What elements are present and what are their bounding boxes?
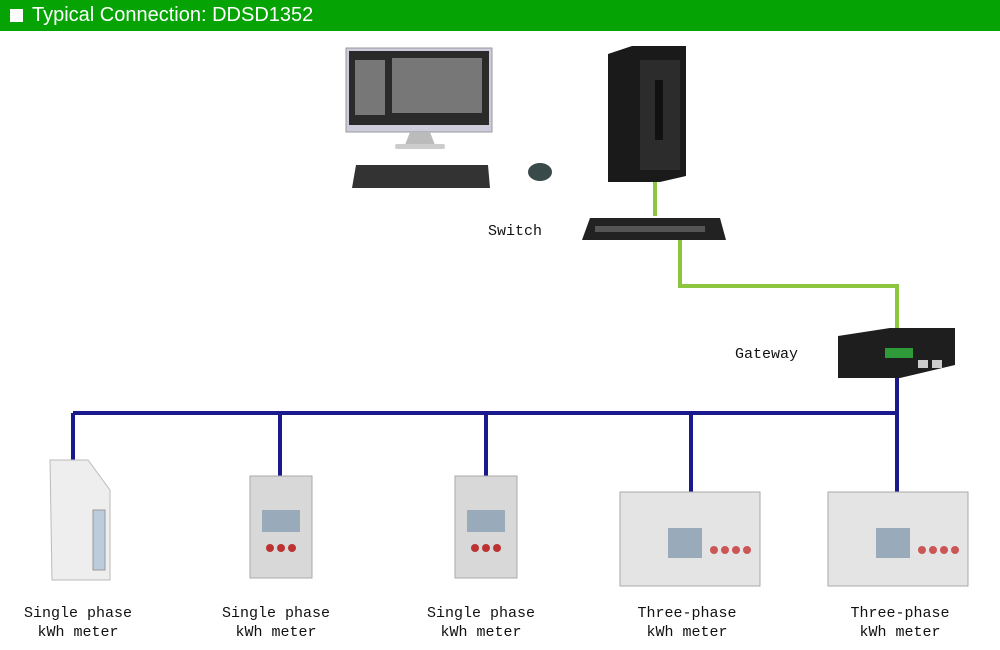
gateway-device	[838, 328, 955, 378]
mouse	[528, 163, 552, 181]
three-phase-meter-1	[619, 491, 761, 587]
computer-monitor	[345, 47, 493, 149]
ethernet-cable	[653, 180, 899, 336]
title-bar: Typical Connection: DDSD1352	[0, 0, 1000, 31]
server-tower	[608, 46, 686, 182]
three-phase-meter-2	[827, 491, 969, 587]
page-title: Typical Connection: DDSD1352	[32, 4, 314, 26]
switch-label: Switch	[488, 223, 543, 240]
single-phase-meter-3	[454, 475, 518, 579]
single-phase-meter-1	[49, 459, 111, 581]
single-phase-meter-2	[249, 475, 313, 579]
rs485-bus	[71, 376, 899, 492]
network-switch	[582, 218, 726, 240]
square-bullet-icon	[10, 9, 23, 22]
keyboard	[352, 165, 490, 188]
gateway-label: Gateway	[735, 346, 799, 363]
